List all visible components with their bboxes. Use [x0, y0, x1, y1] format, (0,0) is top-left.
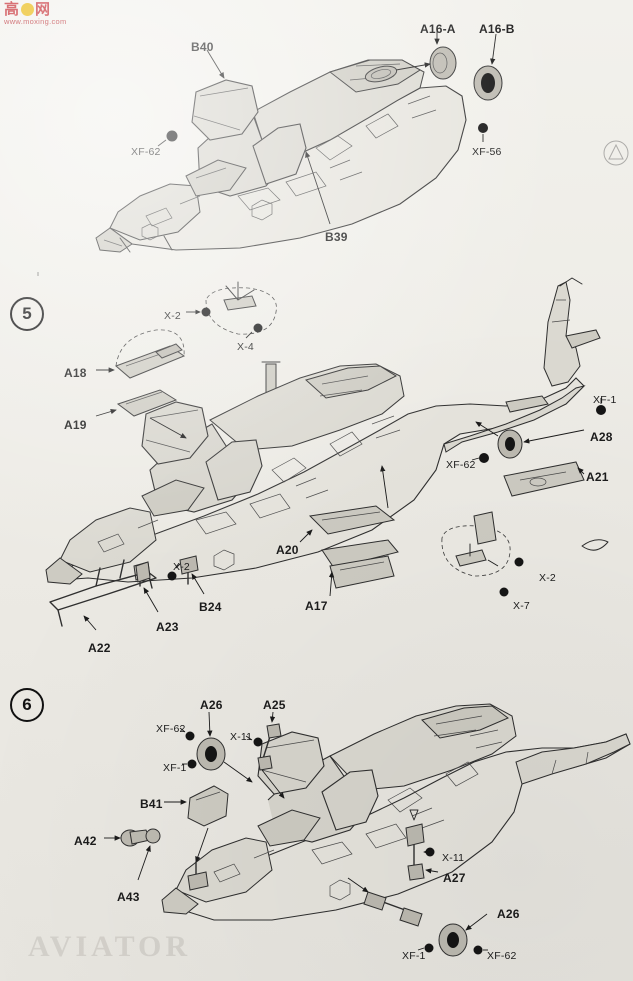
label-XF-62-top: XF-62 [131, 146, 161, 158]
label-B39: B39 [325, 230, 348, 244]
label-X-11-upper: X-11 [230, 731, 253, 743]
part-A16-A [395, 28, 457, 80]
part-A26-lower [347, 877, 488, 957]
detail-bubble-x2-x4 [186, 281, 277, 339]
label-A26-lower: A26 [497, 907, 520, 921]
label-X-4: X-4 [237, 341, 254, 353]
label-B40: B40 [191, 40, 214, 54]
detail-bubble-x2-x7 [441, 511, 524, 597]
part-B41 [164, 785, 229, 863]
watermark-top-text: 高网 [4, 2, 58, 17]
label-A27: A27 [443, 871, 466, 885]
label-XF-62-step6: XF-62 [156, 723, 186, 735]
label-A20: A20 [276, 543, 299, 557]
step5-assembly [45, 277, 609, 631]
step-number-5: 5 [10, 297, 44, 331]
label-A25: A25 [263, 698, 286, 712]
label-XF-1-lower: XF-1 [402, 950, 426, 962]
label-A22: A22 [88, 641, 111, 655]
part-A21 [503, 461, 609, 551]
watermark-url: www.moxing.com [4, 17, 67, 26]
label-XF-1-step6: XF-1 [163, 762, 187, 774]
label-X-2-bubble: X-2 [164, 310, 181, 322]
label-A16-A: A16-A [420, 22, 456, 36]
background-ghost-text: AVIATOR [28, 930, 192, 963]
label-A26-upper: A26 [200, 698, 223, 712]
part-A27 [405, 809, 439, 881]
label-XF-62-lower: XF-62 [487, 950, 517, 962]
part-A42-A43 [104, 828, 161, 881]
label-X-11-right: X-11 [442, 852, 465, 864]
part-A17 [321, 539, 399, 597]
site-watermark: 高网 www.moxing.com [4, 2, 67, 38]
part-A19 [95, 389, 187, 439]
part-A28 [475, 421, 585, 459]
step6-assembly [104, 703, 631, 957]
part-A16-B [473, 33, 503, 101]
part-A26-upper [196, 711, 253, 783]
label-A21: A21 [586, 470, 609, 484]
label-X-2-bubble2: X-2 [539, 572, 556, 584]
part-A20 [299, 465, 396, 543]
label-XF-1-step5: XF-1 [593, 394, 617, 406]
page-corner-mark [603, 140, 629, 166]
watermark-dot-icon [21, 3, 35, 16]
watermark-char-2: 网 [35, 1, 52, 18]
label-A42: A42 [74, 834, 97, 848]
label-A18: A18 [64, 366, 87, 380]
part-A18 [96, 329, 186, 379]
label-A28: A28 [590, 430, 613, 444]
watermark-char-1: 高 [4, 1, 21, 18]
label-A19: A19 [64, 418, 87, 432]
label-A23: A23 [156, 620, 179, 634]
label-B41: B41 [140, 797, 163, 811]
label-X-2-left: X-2 [173, 561, 190, 573]
label-A17: A17 [305, 599, 328, 613]
label-B24: B24 [199, 600, 222, 614]
label-XF-56: XF-56 [472, 146, 502, 158]
top-fuselage-assembly [95, 28, 503, 253]
label-A43: A43 [117, 890, 140, 904]
label-X-7: X-7 [513, 600, 530, 612]
step-number-6: 6 [10, 688, 44, 722]
part-A25 [257, 711, 285, 799]
label-XF-62-step5: XF-62 [446, 459, 476, 471]
label-A16-B: A16-B [479, 22, 515, 36]
